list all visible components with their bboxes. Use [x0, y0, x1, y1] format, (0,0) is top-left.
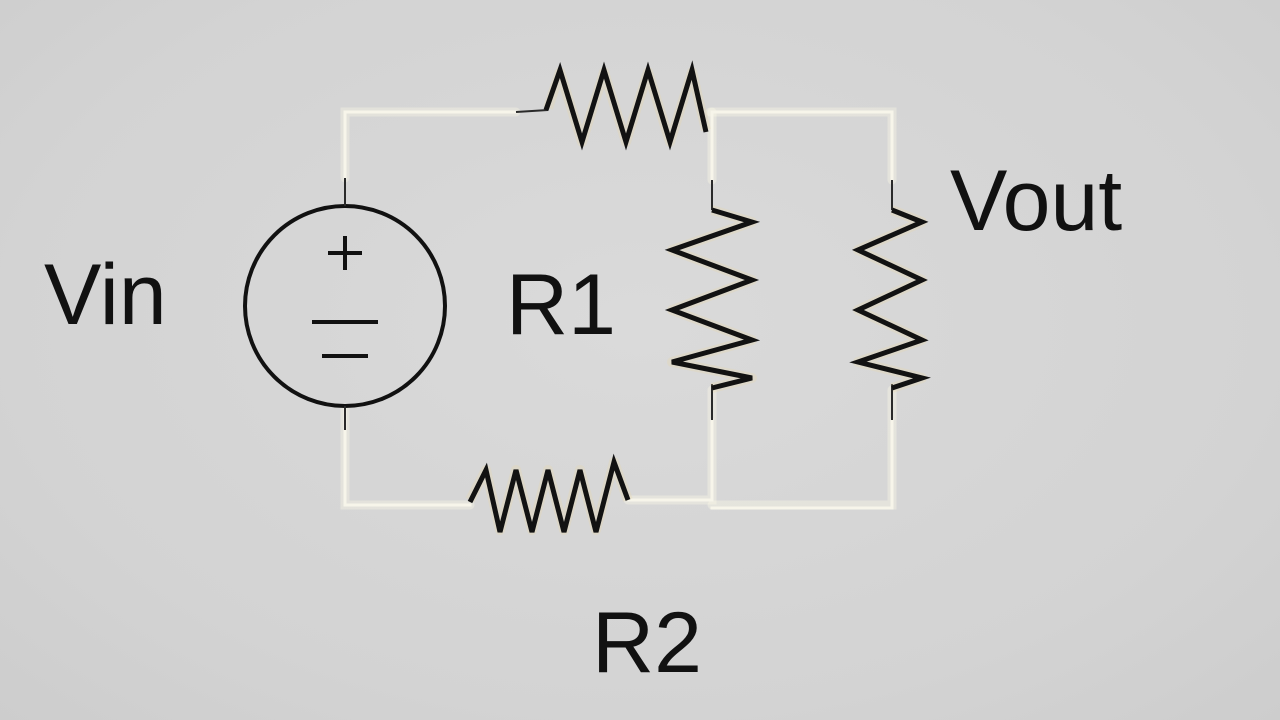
wire-glow-layer: [340, 107, 897, 510]
wire-layer: [343, 109, 894, 510]
resistor-vout-load: [849, 207, 931, 391]
plus-sign-icon: [328, 236, 362, 270]
label-r2: R2: [592, 595, 702, 691]
resistor-top: [543, 60, 709, 151]
wire-bottom-left: [343, 406, 472, 507]
label-r1: R1: [506, 257, 616, 353]
resistor-r2: [467, 453, 631, 533]
voltage-source: [243, 178, 447, 430]
wire-bottom-right: [710, 418, 894, 510]
label-vout: Vout: [950, 153, 1123, 249]
wire-bottom-mid: [626, 418, 714, 502]
lead-top-resistor-left: [515, 109, 549, 113]
resistor-r1: [664, 207, 761, 391]
wire-top-right: [710, 110, 894, 182]
wire-top-left: [343, 110, 518, 180]
label-vin: Vin: [44, 247, 167, 343]
